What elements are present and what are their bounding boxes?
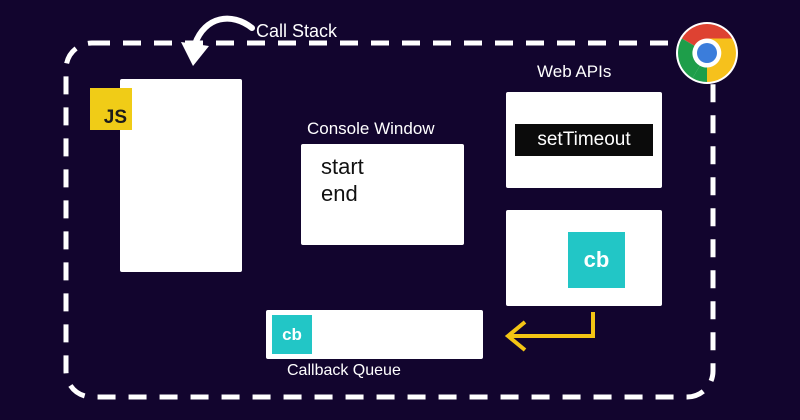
settimeout-block: setTimeout <box>515 124 653 156</box>
web-apis-label: Web APIs <box>537 62 612 81</box>
console-output: start end <box>321 153 364 207</box>
call-stack-label: Call Stack <box>256 21 338 41</box>
queue-callback-block: cb <box>272 315 312 354</box>
chrome-logo-icon <box>676 22 738 84</box>
callback-queue-label: Callback Queue <box>287 362 401 379</box>
console-window-label: Console Window <box>307 119 435 138</box>
console-window-panel <box>301 144 464 245</box>
js-logo-icon: JS <box>90 88 132 130</box>
web-api-callback-block: cb <box>568 232 625 288</box>
console-line-end: end <box>321 181 358 206</box>
call-stack-panel <box>120 79 242 272</box>
console-line-start: start <box>321 154 364 179</box>
